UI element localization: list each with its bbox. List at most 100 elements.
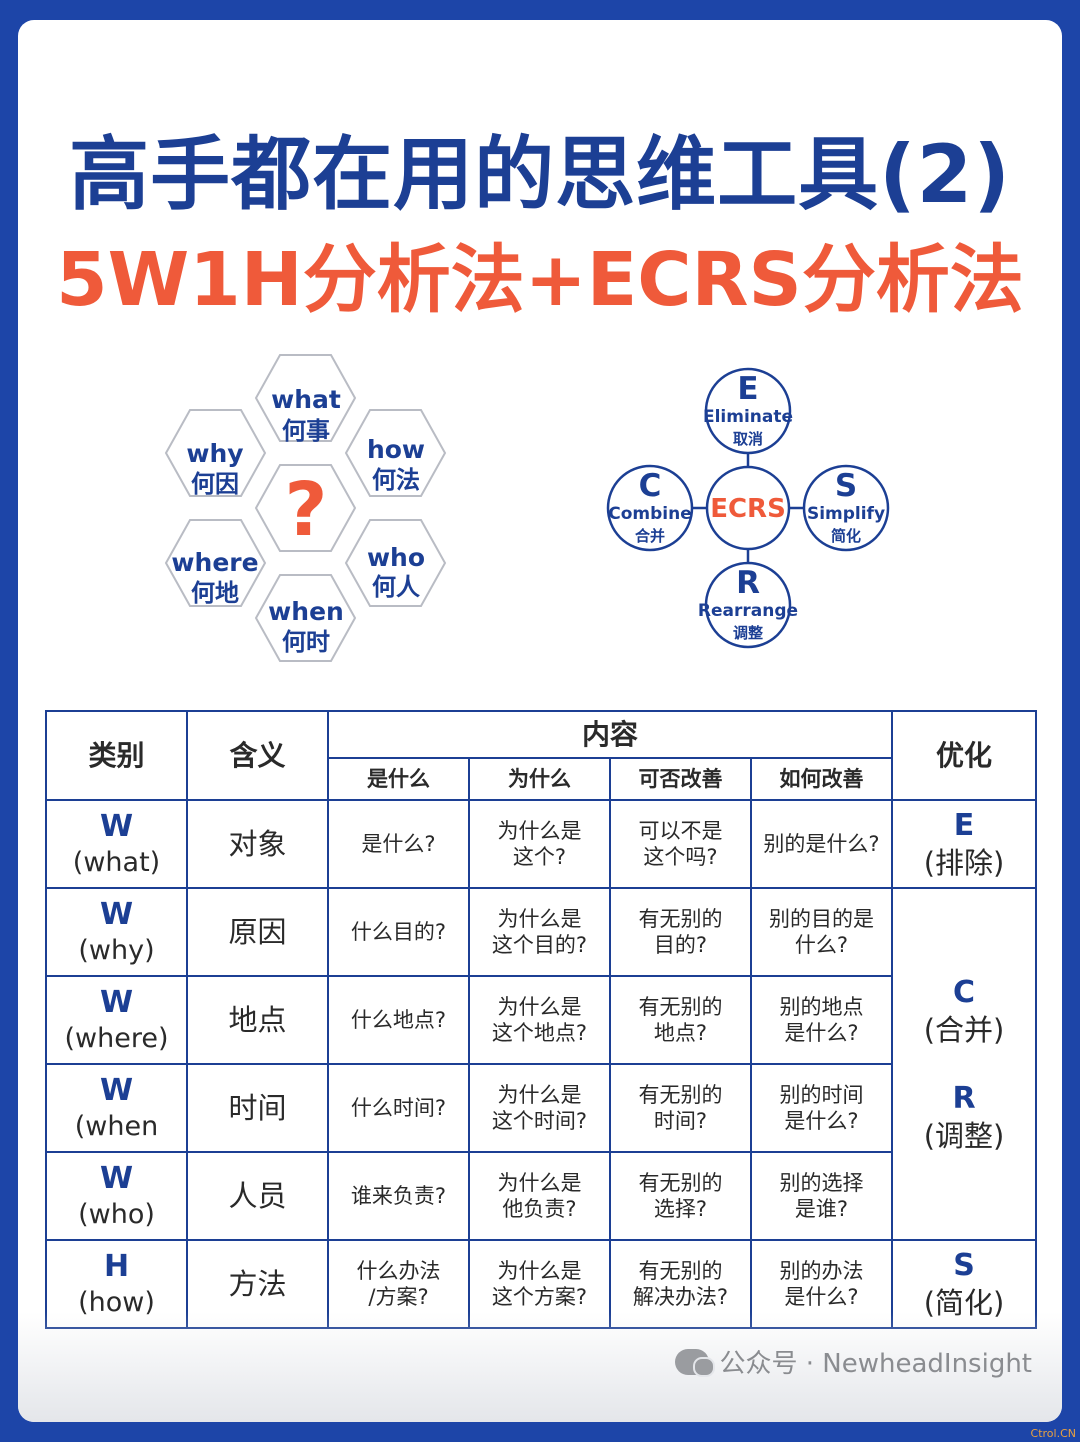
table-row: W(who)人员谁来负责?为什么是 他负责?有无别的 选择?别的选择 是谁? [45, 1151, 1036, 1241]
watermark: 公众号 · NewheadInsight [675, 1343, 1032, 1380]
row-when-meaning: 时间 [186, 1063, 329, 1153]
subheader-can-improve: 可否改善 [609, 757, 752, 801]
row-when-cell-4: 别的时间 是什么? [749, 1063, 894, 1153]
hex-what: what 何事 [254, 354, 357, 445]
question-mark-icon: ? [285, 467, 328, 553]
row-who-category: W(who) [45, 1151, 188, 1241]
subheader-how-improve: 如何改善 [749, 757, 894, 801]
row-who-letter: W [99, 1161, 134, 1197]
ecrs-s-en: Simplify [807, 504, 885, 524]
row-what-cell-4: 别的是什么? [749, 799, 894, 889]
row-what-cell-1: 是什么? [327, 799, 470, 889]
row-where-cell-4: 别的地点 是什么? [749, 975, 894, 1065]
row-how-meaning: 方法 [186, 1239, 329, 1329]
row-why-cell-2: 为什么是 这个目的? [468, 887, 611, 977]
row-why-cell-1: 什么目的? [327, 887, 470, 977]
row-what-word: (what) [72, 846, 161, 878]
ecrs-c-en: Combine [608, 504, 692, 524]
subheader-what: 是什么 [327, 757, 470, 801]
ecrs-node-s: S Simplify 简化 [802, 464, 890, 552]
row-why-word: (why) [78, 934, 155, 966]
ecrs-e-letter: E [737, 371, 758, 407]
row-who-cell-1: 谁来负责? [327, 1151, 470, 1241]
row-when-cell-3: 有无别的 时间? [609, 1063, 752, 1153]
ecrs-node-e: E Eliminate 取消 [703, 367, 793, 455]
row-why-cell-4: 别的目的是 什么? [749, 887, 894, 977]
analysis-table: 类别 含义 内容 优化 是什么 为什么 可否改善 如何改善 W(what)对象是… [45, 710, 1038, 1329]
ecrs-center-label: ECRS [710, 494, 786, 524]
row-where-letter: W [99, 985, 134, 1021]
row-when-category: W(when [45, 1063, 188, 1153]
row-how-letter: H [103, 1249, 130, 1285]
optimize-combine-rearrange: C(合并) R(调整) [891, 887, 1038, 1241]
ecrs-r-cn: 调整 [733, 624, 763, 642]
row-where-cell-2: 为什么是 这个地点? [468, 975, 611, 1065]
optimize-s-word: (简化) [923, 1285, 1005, 1320]
row-why-category: W(why) [45, 887, 188, 977]
ecrs-s-letter: S [835, 468, 857, 504]
row-who-cell-2: 为什么是 他负责? [468, 1151, 611, 1241]
ecrs-r-letter: R [736, 565, 760, 601]
hex-center: ? [254, 464, 357, 553]
hex-who: who 何人 [344, 519, 447, 607]
ecrs-r-en: Rearrange [698, 601, 798, 621]
hex-who-en: who [367, 543, 425, 572]
table-body: W(what)对象是什么?为什么是 这个?可以不是 这个吗?别的是什么?E(排除… [45, 799, 1038, 1329]
table-row: H(how)方法什么办法 /方案?为什么是 这个方案?有无别的 解决办法?别的办… [45, 1239, 1038, 1329]
hex-why-en: why [186, 439, 243, 468]
row-how-category: H(how) [45, 1239, 188, 1329]
optimize-e-word: (排除) [923, 845, 1005, 880]
hex-when-en: when [268, 597, 344, 626]
hex-when-cn: 何时 [282, 628, 330, 656]
row-when-cell-1: 什么时间? [327, 1063, 470, 1153]
optimize-c-word: (合并) [923, 1012, 1005, 1047]
optimize-r-letter: R [952, 1081, 976, 1116]
row-when-cell-2: 为什么是 这个时间? [468, 1063, 611, 1153]
hex-why: why 何因 [164, 409, 267, 498]
optimize-s: S(简化) [891, 1239, 1038, 1329]
main-title: 高手都在用的思维工具(2) [69, 128, 1011, 221]
watermark-text: 公众号 · NewheadInsight [719, 1349, 1032, 1379]
optimize-spacer [893, 1048, 1035, 1080]
row-who-cell-4: 别的选择 是谁? [749, 1151, 894, 1241]
row-what-category: W(what) [45, 799, 188, 889]
table-row: W(what)对象是什么?为什么是 这个?可以不是 这个吗?别的是什么?E(排除… [45, 799, 1038, 889]
row-who-meaning: 人员 [186, 1151, 329, 1241]
row-why-letter: W [99, 897, 134, 933]
hex-when: when 何时 [254, 574, 357, 662]
row-when-word: (when [74, 1110, 159, 1142]
row-who-word: (who) [78, 1198, 155, 1230]
ecrs-diagram: ECRS E Eliminate 取消 C Combine 合并 S Simpl… [606, 367, 890, 649]
subheader-why: 为什么 [468, 757, 611, 801]
table-row: W(where)地点什么地点?为什么是 这个地点?有无别的 地点?别的地点 是什… [45, 975, 1036, 1065]
row-why-cell-3: 有无别的 目的? [609, 887, 752, 977]
hex-where-cn: 何地 [191, 579, 239, 607]
hex-how: how 何法 [344, 409, 447, 497]
optimize-c-letter: C [953, 975, 976, 1011]
ecrs-c-letter: C [639, 468, 662, 504]
header-category: 类别 [45, 710, 188, 801]
row-what-letter: W [99, 809, 134, 845]
table-subheader-row: 是什么 为什么 可否改善 如何改善 [46, 757, 1036, 801]
hex-why-cn: 何因 [191, 470, 239, 498]
header-content: 内容 [326, 710, 894, 759]
row-what-cell-2: 为什么是 这个? [468, 799, 611, 889]
row-how-cell-4: 别的办法 是什么? [749, 1239, 894, 1329]
table-header-row: 类别 含义 内容 优化 [45, 710, 1038, 801]
poster-card: 高手都在用的思维工具(2) 5W1H分析法+ECRS分析法 what 何事 wh… [18, 20, 1062, 1422]
hex-what-en: what [271, 385, 341, 414]
hex-how-en: how [367, 435, 425, 464]
optimize-s-letter: S [953, 1248, 975, 1284]
row-how-word: (how) [78, 1286, 155, 1318]
ecrs-node-r: R Rearrange 调整 [698, 561, 798, 649]
optimize-e: E(排除) [891, 799, 1038, 889]
row-where-word: (where) [64, 1022, 169, 1054]
ecrs-e-en: Eliminate [703, 407, 793, 427]
ecrs-c-cn: 合并 [634, 527, 665, 545]
optimize-r-word: (调整) [923, 1118, 1005, 1153]
row-where-cell-3: 有无别的 地点? [609, 975, 752, 1065]
subtitle: 5W1H分析法+ECRS分析法 [56, 237, 1024, 323]
table-row: W(why)原因什么目的?为什么是 这个目的?有无别的 目的?别的目的是 什么?… [45, 887, 1038, 1241]
row-when-letter: W [99, 1073, 134, 1109]
